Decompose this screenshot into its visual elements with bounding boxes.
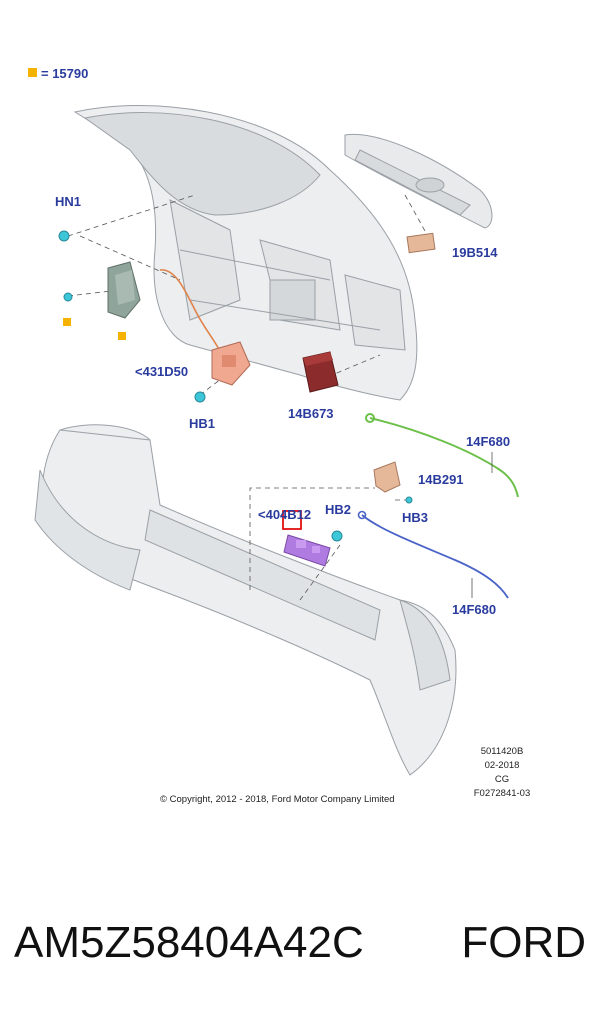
hb2-clip-icon: [331, 530, 343, 542]
switch-404b12: [283, 534, 331, 567]
bolt-icon: [63, 292, 73, 302]
brand-name: FORD: [461, 918, 586, 967]
callout-14f680-bottom: 14F680: [452, 602, 496, 617]
footer-caption: AM5Z58404A42C FORD: [0, 908, 600, 978]
callout-hb2: HB2: [325, 502, 351, 517]
hb3-clip-icon: [405, 496, 413, 504]
legend-marker-icon: [118, 332, 126, 340]
latch-431d50: [211, 341, 251, 386]
callout-14f680-top: 14F680: [466, 434, 510, 449]
parts-diagram: = 15790 HN1: [28, 66, 531, 805]
drawing-author: CG: [495, 774, 509, 785]
rear-bumper: [34, 424, 457, 776]
callout-19b514: 19B514: [452, 245, 498, 260]
callout-hn1: HN1: [55, 194, 81, 209]
highlight-box: [282, 510, 302, 530]
callout-hb1: HB1: [189, 416, 215, 431]
cable-end-icon: [365, 413, 375, 423]
tailgate-panel: [73, 104, 418, 401]
bracket-19b514: [406, 232, 436, 254]
legend-text: = 15790: [41, 66, 88, 81]
copyright-text: © Copyright, 2012 - 2018, Ford Motor Com…: [160, 794, 395, 805]
callout-hb3: HB3: [402, 510, 428, 525]
hb1-clip-icon: [194, 391, 206, 403]
legend-marker-icon: [63, 318, 71, 326]
drawing-date: 02-2018: [485, 760, 520, 771]
callout-14b673: 14B673: [288, 406, 334, 421]
bracket-14b291: [373, 461, 401, 493]
callout-431d50: <431D50: [135, 364, 188, 379]
callout-404b12: <404B12: [258, 507, 311, 522]
callout-14b291: 14B291: [418, 472, 464, 487]
orange-release-cable: [159, 269, 223, 356]
hn1-clip-icon: [58, 230, 70, 242]
spoiler-panel: [344, 133, 493, 229]
drawing-ref: F0272841-03: [474, 788, 531, 799]
module-14b673: [302, 351, 339, 393]
latch-actuator: [107, 261, 141, 319]
legend-square-icon: [28, 68, 37, 77]
cable-end-icon: [357, 510, 367, 520]
blue-cable: [361, 514, 509, 599]
drawing-id: 5011420B: [481, 746, 524, 757]
part-number: AM5Z58404A42C: [14, 918, 364, 967]
